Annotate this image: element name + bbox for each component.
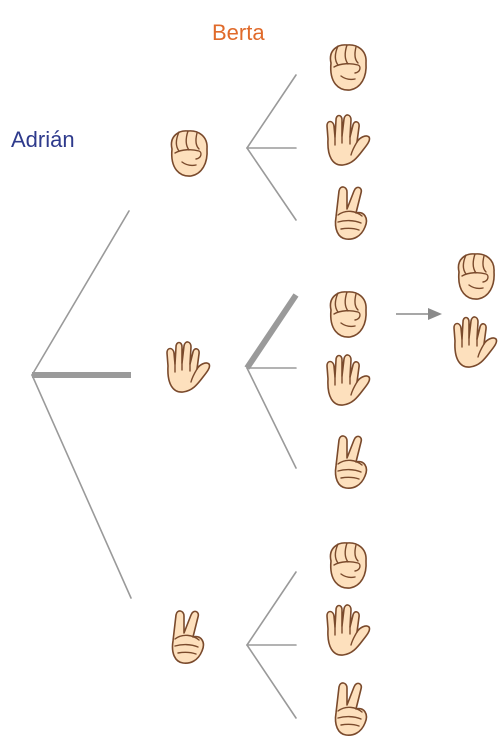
player-b-label: Berta [212, 20, 265, 45]
paper-icon [326, 354, 371, 406]
paper-icon [166, 341, 211, 393]
branch-scissors-scissors [246, 644, 297, 719]
scissors-icon [334, 682, 368, 736]
arrow-icon [428, 308, 442, 320]
scissors-icon [334, 186, 368, 240]
rock-icon [457, 253, 495, 300]
branch-rock-rock [246, 74, 297, 149]
branch-a-scissors [31, 374, 132, 599]
rock-icon [329, 291, 367, 338]
branch-scissors-rock [246, 571, 297, 646]
rock-icon [329, 542, 367, 589]
branch-paper-rock [244, 293, 299, 370]
paper-icon [326, 114, 371, 166]
scissors-icon [334, 435, 368, 489]
branch-paper-scissors [246, 367, 297, 469]
scissors-icon [171, 610, 205, 664]
paper-icon [453, 316, 498, 368]
paper-icon [326, 604, 371, 656]
rock-icon [170, 130, 208, 177]
branch-a-rock [31, 210, 130, 376]
player-a-label: Adrián [11, 127, 75, 152]
branch-rock-scissors [246, 147, 297, 221]
rock-icon [329, 44, 367, 91]
